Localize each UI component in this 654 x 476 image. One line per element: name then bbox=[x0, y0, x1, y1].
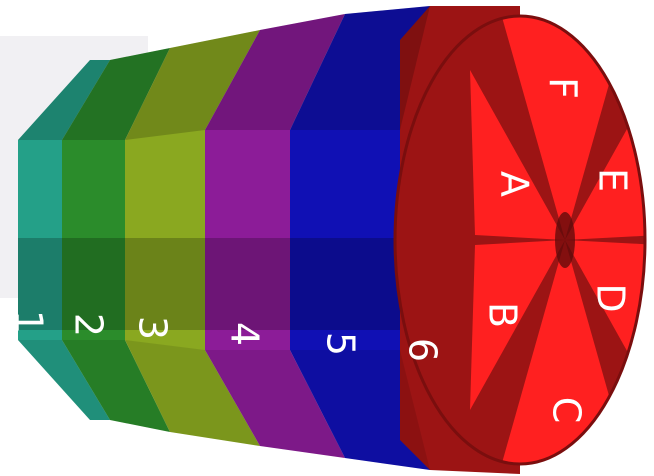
band-label-5: 5 bbox=[319, 332, 363, 356]
band-label-2: 2 bbox=[67, 313, 111, 337]
sector-label-a: A bbox=[493, 171, 537, 197]
sector-label-f: F bbox=[541, 77, 585, 99]
sector-label-b: B bbox=[481, 302, 525, 328]
sector-label-c: C bbox=[545, 397, 589, 424]
sector-label-e: E bbox=[591, 168, 635, 192]
band-label-1: 1 bbox=[7, 310, 51, 334]
sector-label-d: D bbox=[589, 283, 633, 312]
band-label-6: 6 bbox=[401, 338, 445, 362]
band-label-3: 3 bbox=[131, 316, 175, 340]
axis-hub bbox=[555, 212, 575, 268]
bottom-facet-shade bbox=[18, 340, 430, 470]
band-label-4: 4 bbox=[223, 322, 267, 346]
top-facet-shade bbox=[18, 6, 430, 140]
